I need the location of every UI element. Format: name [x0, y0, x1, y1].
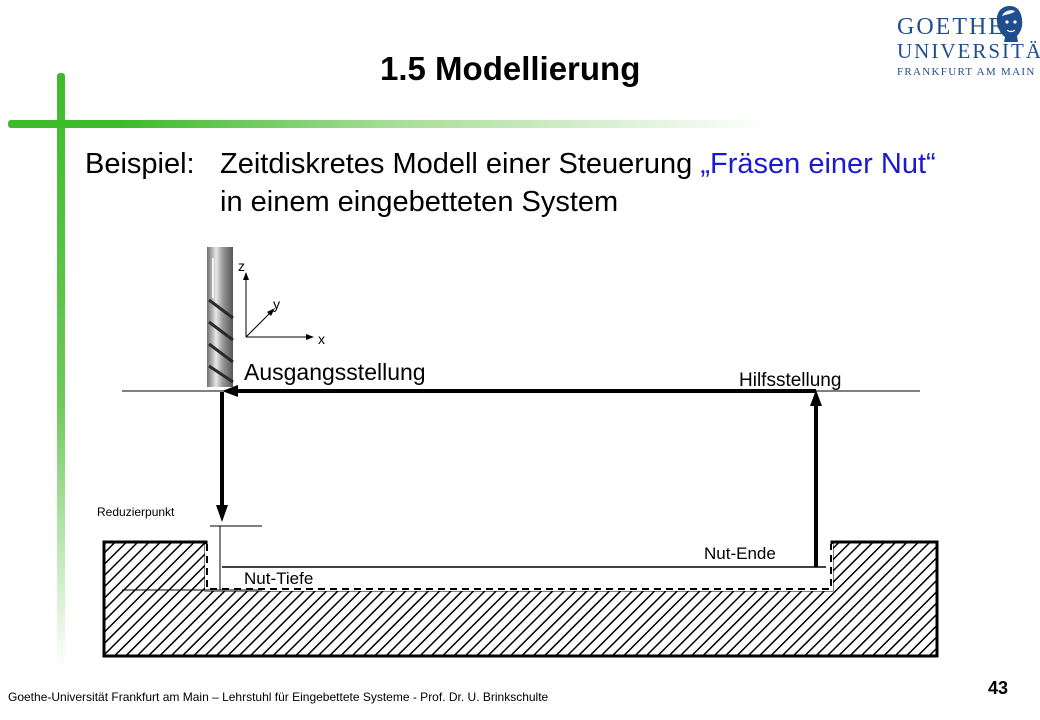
x-axis-label: x — [318, 331, 325, 347]
z-axis-label: z — [238, 258, 245, 274]
slot-depth-label: Nut-Tiefe — [244, 569, 313, 588]
university-logo: GOETHE UNIVERSITÄT FRANKFURT AM MAIN — [897, 6, 1040, 82]
left-arrow-icon — [222, 385, 238, 397]
accent-vertical-bar — [57, 73, 65, 668]
start-position-label: Ausgangsstellung — [244, 359, 426, 385]
down-arrow-icon — [216, 505, 228, 522]
description-line-1: Zeitdiskretes Modell einer Steuerung „Fr… — [220, 148, 936, 181]
milling-tool — [207, 247, 234, 387]
logo-line-3: FRANKFURT AM MAIN — [897, 66, 1036, 78]
tool-path — [216, 385, 826, 568]
auxiliary-position-label: Hilfsstellung — [739, 370, 841, 391]
reduction-point-label: Reduzierpunkt — [97, 505, 175, 519]
example-label: Beispiel: — [85, 148, 195, 180]
footer-text: Goethe-Universität Frankfurt am Main – L… — [8, 690, 549, 704]
y-axis-label: y — [273, 296, 280, 312]
page-number: 43 — [988, 678, 1009, 698]
logo-line-1: GOETHE — [897, 14, 1005, 40]
goethe-portrait-icon — [996, 6, 1023, 42]
slot-end-label: Nut-Ende — [704, 544, 776, 563]
description-prefix: Zeitdiskretes Modell einer Steuerung — [220, 148, 701, 180]
coordinate-axes — [243, 272, 314, 340]
up-arrow-icon — [810, 390, 822, 406]
description-line-2: in einem eingebetteten System — [220, 186, 619, 218]
slide-title: 1.5 Modellierung — [380, 50, 641, 87]
workpiece — [102, 540, 939, 658]
logo-line-2: UNIVERSITÄT — [897, 39, 1040, 63]
description-highlight: „Fräsen einer Nut“ — [700, 148, 936, 180]
accent-horizontal-bar — [8, 120, 768, 128]
